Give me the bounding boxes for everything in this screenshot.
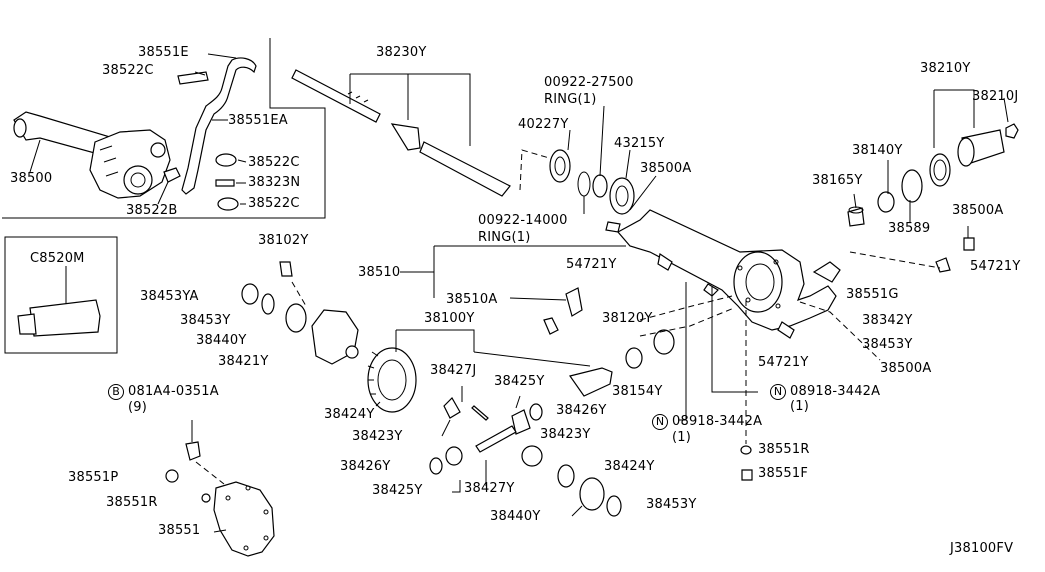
label-38500A: 38500A: [640, 161, 692, 176]
inset-box: [4, 236, 118, 354]
dashed-connector: [799, 301, 881, 361]
label-38120Y: 38120Y: [602, 311, 653, 326]
label-38551F: 38551F: [758, 466, 809, 481]
label-00922-14000: 00922-14000: [478, 213, 568, 228]
clamps-illustration: [157, 153, 247, 211]
label-38522C: 38522C: [248, 196, 300, 211]
label-54721Y: 54721Y: [758, 355, 809, 370]
drain-plug-illustration: [678, 282, 758, 481]
n-circle-marker: N: [770, 384, 786, 400]
label-43215Y: 43215Y: [614, 136, 665, 151]
drive-shaft-illustration: [291, 69, 557, 197]
label-38427J: 38427J: [430, 363, 477, 378]
label-38210J: 38210J: [972, 89, 1019, 104]
label-38165Y: 38165Y: [812, 173, 863, 188]
right-side-parts-illustration: [847, 89, 1019, 273]
label-ring-qty: RING(1): [544, 92, 597, 107]
label-38342Y: 38342Y: [862, 313, 913, 328]
label-38140Y: 38140Y: [852, 143, 903, 158]
label-38453YA: 38453YA: [140, 289, 199, 304]
label-38453Y: 38453Y: [180, 313, 231, 328]
label-38424Y: 38424Y: [324, 407, 375, 422]
label-38210Y: 38210Y: [920, 61, 971, 76]
label-38423Y: 38423Y: [540, 427, 591, 442]
label-38440Y: 38440Y: [196, 333, 247, 348]
label-38100Y: 38100Y: [424, 311, 475, 326]
label-38551: 38551: [158, 523, 201, 538]
label-38154Y: 38154Y: [612, 384, 663, 399]
label-qty-1: (1): [672, 430, 692, 445]
label-38500: 38500: [10, 171, 53, 186]
breather-hose-illustration: [177, 53, 257, 195]
label-38551G: 38551G: [846, 287, 899, 302]
n-circle-marker: N: [652, 414, 668, 430]
label-38453Y: 38453Y: [862, 337, 913, 352]
label-ring-qty: RING(1): [478, 230, 531, 245]
dashed-connector: [639, 307, 735, 337]
label-08918-3442A: 08918-3442A: [790, 384, 881, 399]
label-38230Y: 38230Y: [376, 45, 427, 60]
label-qty-9: (9): [128, 400, 148, 415]
label-38551EA: 38551EA: [228, 113, 288, 128]
label-54721Y: 54721Y: [970, 259, 1021, 274]
seal-rings-illustration: [549, 105, 657, 233]
label-00922-27500: 00922-27500: [544, 75, 634, 90]
axle-assembly-illustration: [13, 111, 171, 199]
label-54721Y: 54721Y: [566, 257, 617, 272]
label-38551R: 38551R: [758, 442, 810, 457]
bracket-illustration: [509, 287, 583, 335]
label-qty-1: (1): [790, 399, 810, 414]
label-38424Y: 38424Y: [604, 459, 655, 474]
cover-plate-illustration: [165, 420, 275, 557]
label-38421Y: 38421Y: [218, 354, 269, 369]
assembly-box: [2, 38, 326, 219]
diagram-code: J38100FV: [950, 541, 1014, 556]
b-circle-marker: B: [108, 384, 124, 400]
label-38323N: 38323N: [248, 175, 301, 190]
label-38551P: 38551P: [68, 470, 119, 485]
label-38423Y: 38423Y: [352, 429, 403, 444]
label-38510: 38510: [358, 265, 401, 280]
label-08918-3442A: 08918-3442A: [672, 414, 763, 429]
label-38522C: 38522C: [248, 155, 300, 170]
label-38589: 38589: [888, 221, 931, 236]
label-38522B: 38522B: [126, 203, 178, 218]
label-38522C: 38522C: [102, 63, 154, 78]
label-081A4-0351A: 081A4-0351A: [128, 384, 219, 399]
label-38426Y: 38426Y: [340, 459, 391, 474]
label-38440Y: 38440Y: [490, 509, 541, 524]
label-38426Y: 38426Y: [556, 403, 607, 418]
inset-part-label: C8520M: [30, 251, 85, 266]
label-38427Y: 38427Y: [464, 481, 515, 496]
label-38425Y: 38425Y: [372, 483, 423, 498]
differential-case-illustration: [241, 261, 359, 365]
label-38551R: 38551R: [106, 495, 158, 510]
label-38510A: 38510A: [446, 292, 498, 307]
label-38453Y: 38453Y: [646, 497, 697, 512]
label-38425Y: 38425Y: [494, 374, 545, 389]
label-38102Y: 38102Y: [258, 233, 309, 248]
label-38500A: 38500A: [880, 361, 932, 376]
label-40227Y: 40227Y: [518, 117, 569, 132]
ring-gear-illustration: [367, 329, 591, 413]
label-38551E: 38551E: [138, 45, 189, 60]
axle-housing-illustration: [400, 209, 841, 339]
pinion-gear-illustration: [429, 295, 733, 517]
label-38500A: 38500A: [952, 203, 1004, 218]
